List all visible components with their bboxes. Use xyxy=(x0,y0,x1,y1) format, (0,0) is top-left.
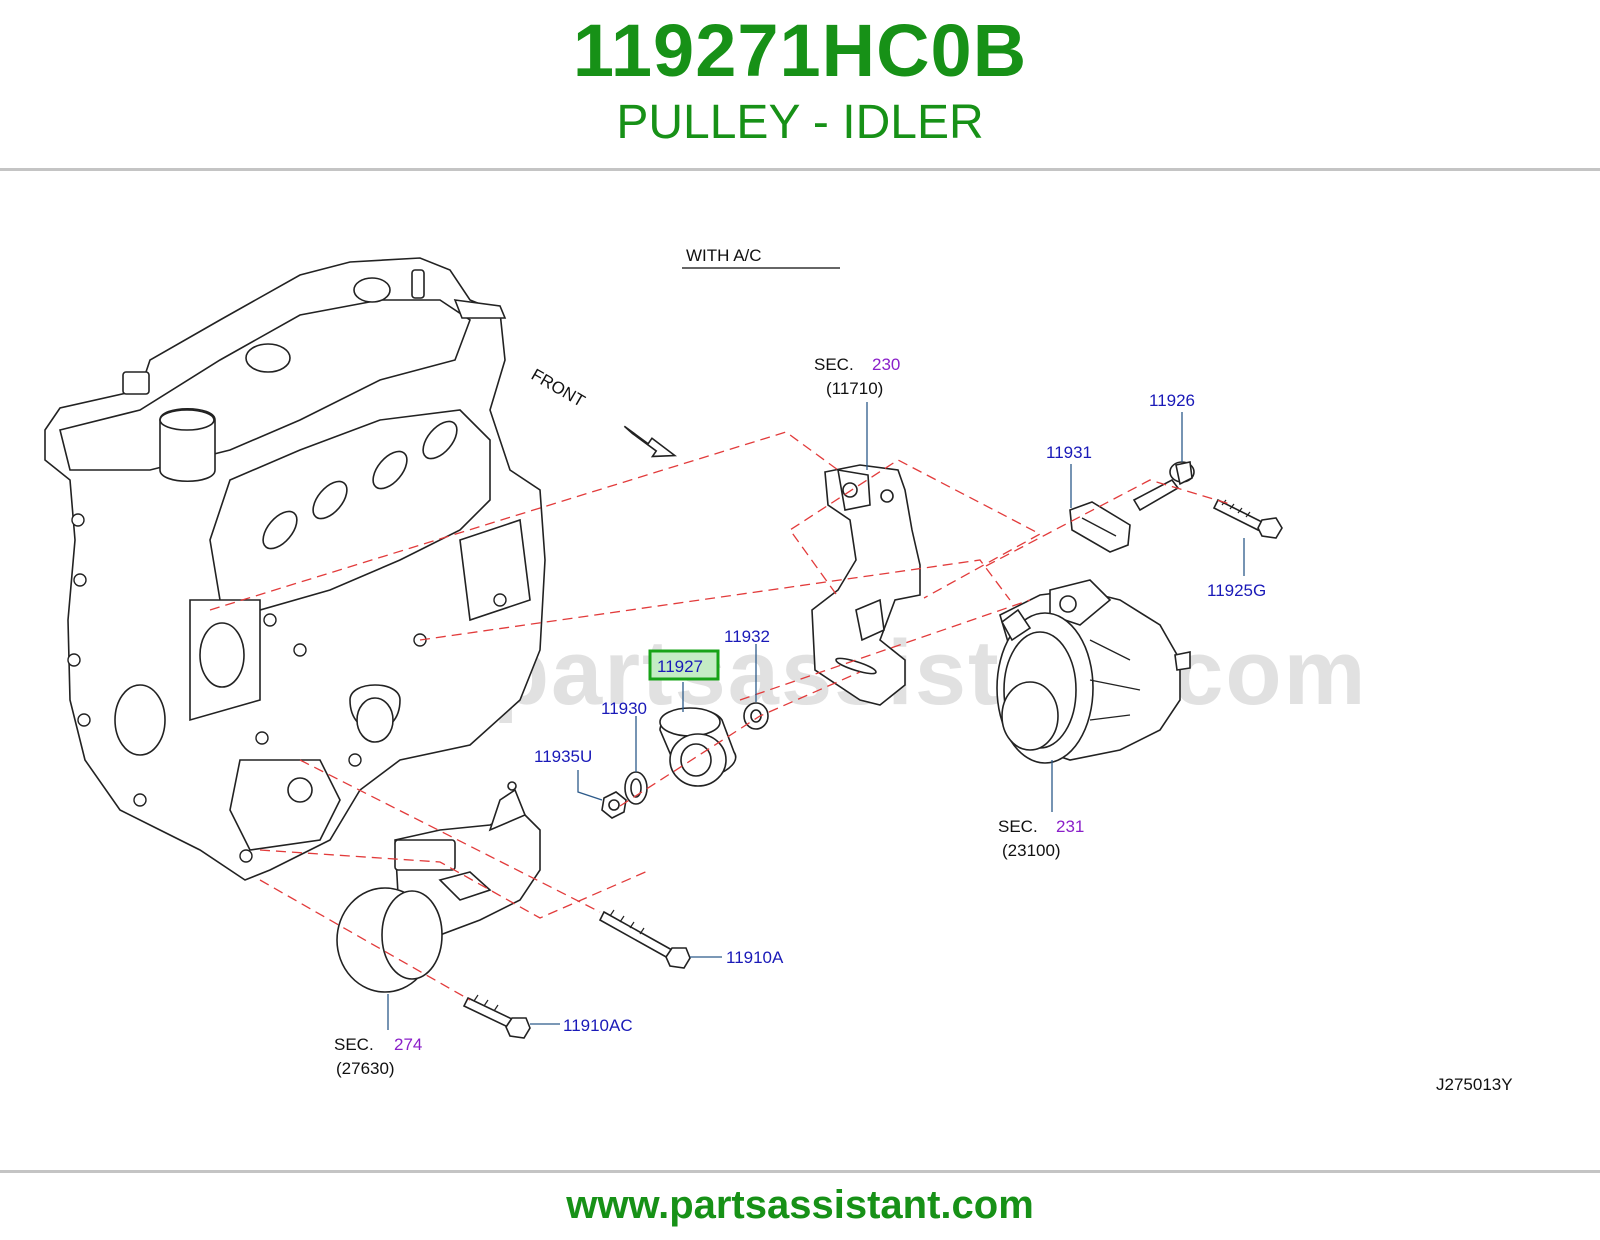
diagram-caption: WITH A/C xyxy=(686,246,762,265)
idler-pulley-illustration xyxy=(659,707,737,787)
callout-11931[interactable]: 11931 xyxy=(1046,443,1092,462)
section-231-prefix: SEC. xyxy=(998,817,1038,836)
page-header: 119271HC0B PULLEY - IDLER xyxy=(0,0,1600,170)
callout-11927[interactable]: 11927 xyxy=(657,657,703,676)
washer-11930-illustration xyxy=(624,771,648,805)
section-230-prefix: SEC. xyxy=(814,355,854,374)
callout-11926[interactable]: 11926 xyxy=(1149,391,1195,410)
header-divider xyxy=(0,168,1600,171)
part-name-subtitle: PULLEY - IDLER xyxy=(616,96,984,149)
bracket-illustration xyxy=(811,464,921,706)
section-231-label[interactable]: SEC. 231 (23100) xyxy=(998,817,1084,860)
section-230-number[interactable]: 230 xyxy=(872,355,900,374)
section-274-prefix: SEC. xyxy=(334,1035,374,1054)
ac-compressor-illustration xyxy=(336,781,541,993)
section-274-number[interactable]: 274 xyxy=(394,1035,422,1054)
drawing-code: J275013Y xyxy=(1436,1075,1513,1094)
callout-11930[interactable]: 11930 xyxy=(601,699,647,718)
assembly-dashed-lines xyxy=(209,431,1231,1001)
bolt-11910a-illustration xyxy=(598,909,691,969)
engine-block-illustration xyxy=(44,257,546,881)
section-231-number[interactable]: 231 xyxy=(1056,817,1084,836)
bolt-11926-illustration xyxy=(1132,461,1195,512)
part-number-title: 119271HC0B xyxy=(572,9,1028,92)
footer-divider xyxy=(0,1170,1600,1173)
alternator-illustration xyxy=(996,579,1191,764)
front-arrow-icon xyxy=(623,425,678,458)
callout-leader-lines xyxy=(387,402,1245,1030)
bolt-11925g-illustration xyxy=(1212,498,1283,539)
callout-11910ac[interactable]: 11910AC xyxy=(563,1016,633,1035)
nut-11935u-illustration xyxy=(601,791,627,819)
highlighted-part-box xyxy=(648,649,720,681)
section-230-label[interactable]: SEC. 230 (11710) xyxy=(814,355,900,398)
bracket-11931-illustration xyxy=(1069,501,1131,553)
callout-11910a[interactable]: 11910A xyxy=(726,948,784,967)
section-274-label[interactable]: SEC. 274 (27630) xyxy=(334,1035,422,1078)
section-274-ref: (27630) xyxy=(336,1059,395,1078)
front-label: FRONT xyxy=(528,365,588,411)
callout-11935u[interactable]: 11935U xyxy=(534,747,592,766)
spacer-11932-illustration xyxy=(743,702,769,730)
callout-11932[interactable]: 11932 xyxy=(724,627,770,646)
section-231-ref: (23100) xyxy=(1002,841,1061,860)
bolt-11910ac-illustration xyxy=(462,994,531,1039)
section-230-ref: (11710) xyxy=(826,379,883,398)
footer-website-link[interactable]: www.partsassistant.com xyxy=(566,1183,1034,1227)
callout-11925g[interactable]: 11925G xyxy=(1207,581,1266,600)
